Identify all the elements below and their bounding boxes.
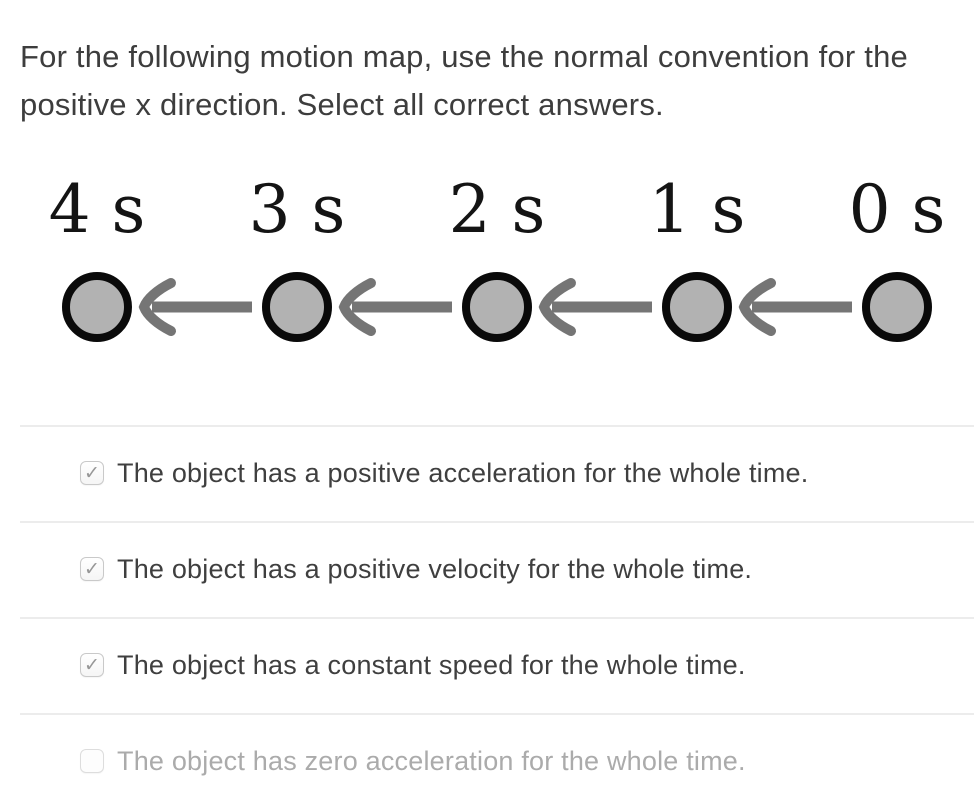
check-icon: ✓ [84, 462, 100, 484]
option-label: The object has a positive acceleration f… [117, 457, 809, 488]
motion-circle [462, 272, 532, 342]
divider [20, 425, 974, 427]
check-icon: ✓ [84, 654, 100, 676]
motion-circle [62, 272, 132, 342]
question-text: For the following motion map, use the no… [20, 39, 908, 122]
option-row-positive-acceleration[interactable]: ✓ The object has a positive acceleration… [0, 425, 974, 521]
time-label-0s: 0 s [849, 171, 946, 248]
divider [20, 521, 974, 523]
time-label-2s: 2 s [449, 171, 546, 248]
option-label: The object has a constant speed for the … [117, 649, 746, 680]
option-row-constant-speed[interactable]: ✓ The object has a constant speed for th… [0, 617, 974, 713]
motion-arrow [738, 278, 852, 336]
option-label: The object has zero acceleration for the… [117, 745, 746, 776]
motion-arrow [138, 278, 252, 336]
answer-options: ✓ The object has a positive acceleration… [0, 425, 974, 804]
motion-arrow [538, 278, 652, 336]
motion-circle [662, 272, 732, 342]
checkbox-constant-speed[interactable]: ✓ [80, 653, 104, 677]
time-label-1s: 1 s [649, 171, 746, 248]
time-label-4s: 4 s [49, 171, 146, 248]
check-icon: ✓ [84, 558, 100, 580]
option-row-zero-acceleration[interactable]: The object has zero acceleration for the… [0, 713, 974, 804]
checkbox-positive-velocity[interactable]: ✓ [80, 557, 104, 581]
motion-circle [862, 272, 932, 342]
motion-circle [262, 272, 332, 342]
motion-arrow [338, 278, 452, 336]
option-row-positive-velocity[interactable]: ✓ The object has a positive velocity for… [0, 521, 974, 617]
checkbox-positive-acceleration[interactable]: ✓ [80, 461, 104, 485]
checkbox-zero-acceleration[interactable] [80, 749, 104, 773]
divider [20, 713, 974, 715]
option-label: The object has a positive velocity for t… [117, 553, 753, 584]
time-label-3s: 3 s [249, 171, 346, 248]
divider [20, 617, 974, 619]
motion-map-diagram: 4 s 3 s 2 s 1 s 0 s [49, 171, 946, 342]
